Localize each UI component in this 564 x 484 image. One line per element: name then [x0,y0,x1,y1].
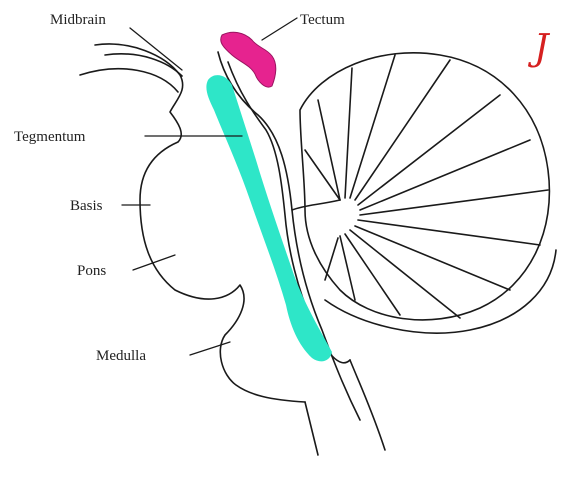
corner-script-mark: J [527,28,551,69]
cerebellum [300,53,556,333]
label-tectum: Tectum [300,12,345,28]
label-tegmentum: Tegmentum [14,129,86,145]
label-basis: Basis [70,198,103,214]
cerebellum-folia [305,55,548,318]
tegmentum-region [206,75,332,361]
leader-pons [133,255,175,270]
label-medulla: Medulla [96,348,146,364]
leader-medulla [190,342,230,355]
label-midbrain: Midbrain [50,12,106,28]
label-pons: Pons [77,263,106,279]
leader-tectum [262,18,297,40]
